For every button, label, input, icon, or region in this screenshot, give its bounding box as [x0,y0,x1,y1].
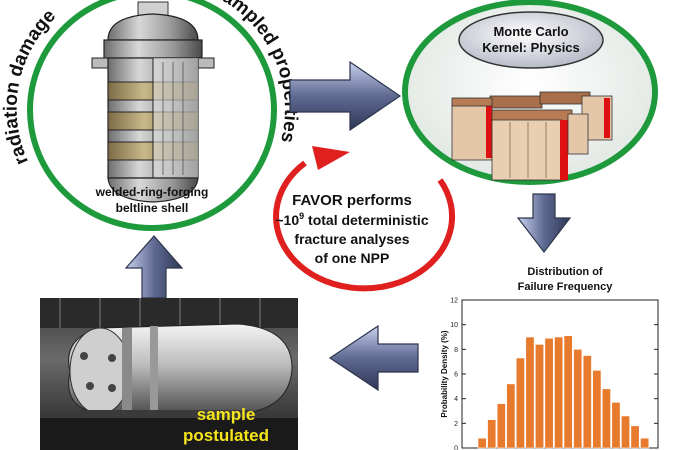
chart-bar [640,437,650,449]
chart-bar [487,419,497,449]
chart-bar [630,425,640,449]
chart-bar [601,388,611,449]
chart-bar [573,349,583,449]
favor-line4: of one NPP [315,250,390,266]
vessel-panel: radiation damage sampled properties weld… [1,0,301,231]
chart-y-tick-label: 12 [450,298,458,305]
chart-bar [554,336,564,449]
favor-line3: fracture analyses [294,231,409,247]
chart-y-axis-label: Probability Density (%) [440,330,449,417]
distribution-panel: Distribution of Failure Frequency 0 2 4 6 8 1… [440,266,659,450]
chart-bar [506,383,516,449]
reactor-vessel-drawing [91,1,215,203]
favor-line1: FAVOR performs [292,192,412,209]
chart-bar [515,357,525,449]
pressure-vessel-photo [40,323,298,450]
kernel-title-bubble [458,11,604,69]
chart-bar [621,415,630,449]
photo-panel: sample postulated [40,298,298,450]
favor-line2: ~109 total deterministic [275,211,428,228]
favor-line2-prefix: ~10 [275,212,299,228]
photo-label-line1: sample [197,405,256,424]
favor-loop [273,160,456,292]
kernel-panel: Monte Carlo Kernel: Physics [402,0,658,185]
kernel-title-line2: Kernel: Physics [482,40,580,55]
favor-line2-exponent: 9 [299,211,304,221]
chart-y-tick-label: 10 [450,322,458,329]
chart-y-tick-label: 8 [454,347,458,354]
arrow-kernel-to-distribution [516,193,572,253]
chart-y-tick-label: 6 [454,372,458,379]
distribution-title-line2: Failure Frequency [518,281,614,293]
chart-y-tick-label: 4 [454,396,458,403]
chart-bar [477,437,487,449]
chart-bar [582,355,592,449]
chart-bar [592,369,602,449]
chart-y-tick-label: 0 [454,446,458,450]
chart-bar [525,336,535,449]
kernel-title-line1: Monte Carlo [493,24,568,39]
arrow-distribution-to-photo [328,324,419,392]
chart-y-tick-label: 2 [454,421,458,428]
chart-bar [563,335,573,449]
favor-cycle: FAVOR performs ~109 total deterministic … [273,146,456,292]
computer-cluster-icon [451,91,613,181]
photo-label-line2: postulated [183,426,269,445]
chart-bar [544,337,554,449]
factory-background [40,298,298,330]
vessel-caption-line2: beltline shell [116,201,189,215]
chart-bar [611,402,621,449]
arrow-photo-to-vessel [124,235,184,299]
favor-loop-arrowhead [312,146,350,170]
arrow-vessel-to-kernel [289,60,402,132]
chart-bar [496,403,506,449]
distribution-title-line1: Distribution of [527,266,602,278]
favor-line2-suffix: total deterministic [304,212,429,228]
vessel-caption-line1: welded-ring-forging [95,185,209,199]
chart-bar [535,344,544,449]
